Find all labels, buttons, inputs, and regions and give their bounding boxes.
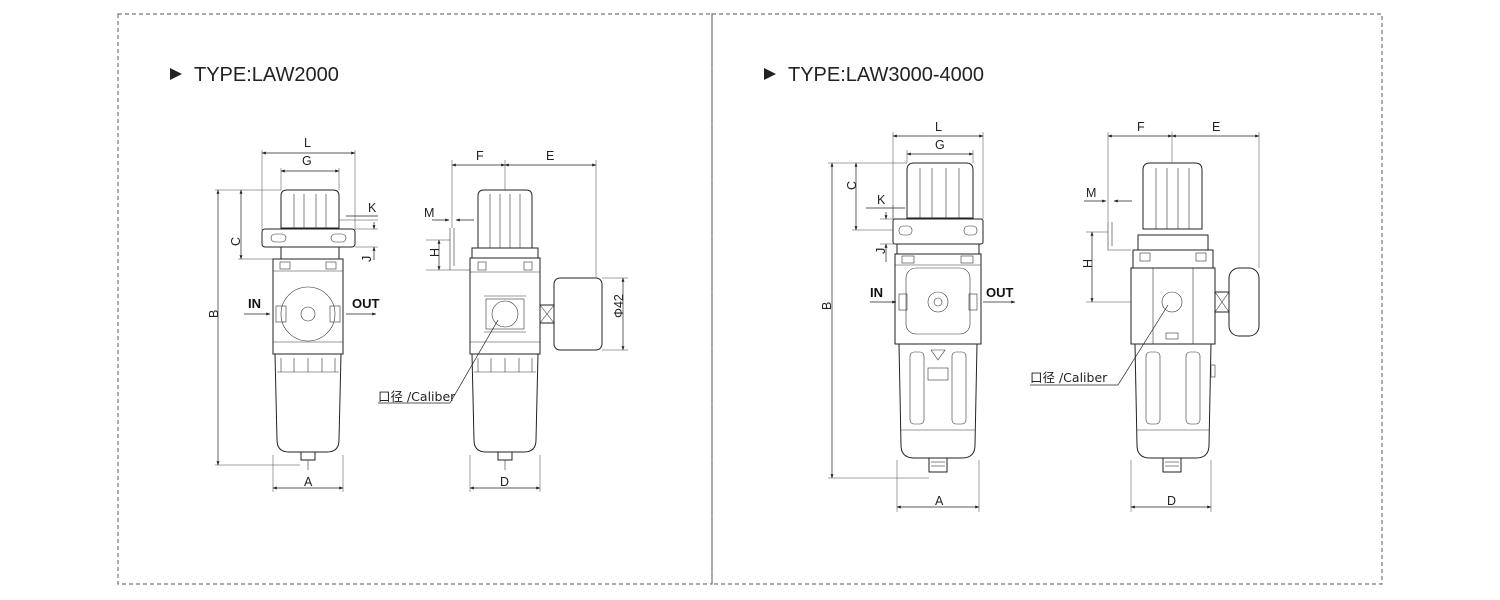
caliber-leader: [449, 319, 499, 404]
title-bullet-icon: [170, 68, 182, 80]
dim-G-label: G: [302, 154, 312, 168]
dim-phi42-label: Φ42: [612, 294, 626, 318]
dim-B-label: B: [820, 302, 834, 310]
mounting-bracket: [892, 218, 984, 245]
filter-bowl: [898, 343, 978, 459]
title-bullet-icon: [764, 68, 776, 80]
in-port-label: IN: [248, 296, 261, 311]
dim-A-label: A: [304, 475, 313, 489]
bracket-edge: [449, 228, 470, 271]
dim-L-label: L: [304, 136, 311, 150]
right-panel-frame: [711, 13, 1383, 585]
dim-H-label: H: [1081, 259, 1095, 268]
caliber-label: 口径 /Caliber: [378, 389, 456, 404]
dim-G-label: G: [935, 138, 945, 152]
caliber-leader: [1117, 304, 1169, 386]
drain-valve: [300, 451, 316, 461]
dim-B-label: B: [207, 310, 221, 318]
regulator-body: [469, 257, 541, 355]
drain-valve: [928, 457, 948, 473]
filter-bowl: [1134, 343, 1212, 459]
adjust-knob: [280, 189, 340, 229]
adjust-knob: [906, 162, 974, 219]
drain-valve: [497, 451, 513, 461]
out-port-label: OUT: [352, 296, 380, 311]
dim-H-label: H: [428, 248, 442, 257]
left-panel: TYPE:LAW2000: [170, 64, 628, 492]
bracket-edge: [1107, 222, 1131, 251]
dim-C-label: C: [845, 181, 859, 190]
side-view-law2000: F E M H Φ42 D 口径 /Caliber: [378, 149, 628, 492]
regulator-body: [272, 258, 344, 355]
regulator-body: [1130, 267, 1216, 345]
filter-bowl: [471, 353, 539, 453]
dim-M-label: M: [1086, 186, 1096, 200]
dim-E-label: E: [1212, 120, 1220, 134]
dim-E-label: E: [546, 149, 554, 163]
pressure-gauge: [553, 277, 603, 351]
drain-valve: [1162, 457, 1182, 473]
mounting-bracket: [261, 228, 356, 248]
dim-J-label: J: [874, 248, 888, 254]
dim-C-label: C: [229, 237, 243, 246]
dim-M-label: M: [424, 206, 434, 220]
dim-D-label: D: [500, 475, 509, 489]
front-view-law2000: IN OUT L G B C K J: [207, 136, 380, 492]
pressure-gauge: [1228, 267, 1260, 337]
out-port-label: OUT: [986, 285, 1014, 300]
panel-title: TYPE:LAW2000: [194, 64, 339, 86]
dim-D-label: D: [1167, 494, 1176, 508]
right-panel: TYPE:LAW3000-4000: [764, 64, 1260, 512]
side-view-law3000: F E M H D 口径 /Caliber: [1030, 120, 1260, 512]
panel-title: TYPE:LAW3000-4000: [788, 64, 984, 86]
caliber-label: 口径 /Caliber: [1030, 370, 1108, 385]
in-port-label: IN: [870, 285, 883, 300]
dim-K-label: K: [368, 201, 377, 215]
dim-J-label: J: [360, 256, 374, 262]
adjust-knob: [477, 189, 533, 249]
dim-A-label: A: [935, 494, 944, 508]
dim-L-label: L: [935, 120, 942, 134]
filter-bowl: [274, 353, 342, 453]
dim-K-label: K: [877, 193, 886, 207]
front-view-law3000: IN OUT L G B C K J: [820, 120, 1016, 512]
adjust-knob: [1142, 162, 1203, 230]
regulator-body: [894, 253, 982, 345]
dim-F-label: F: [1137, 120, 1145, 134]
dim-F-label: F: [476, 149, 484, 163]
